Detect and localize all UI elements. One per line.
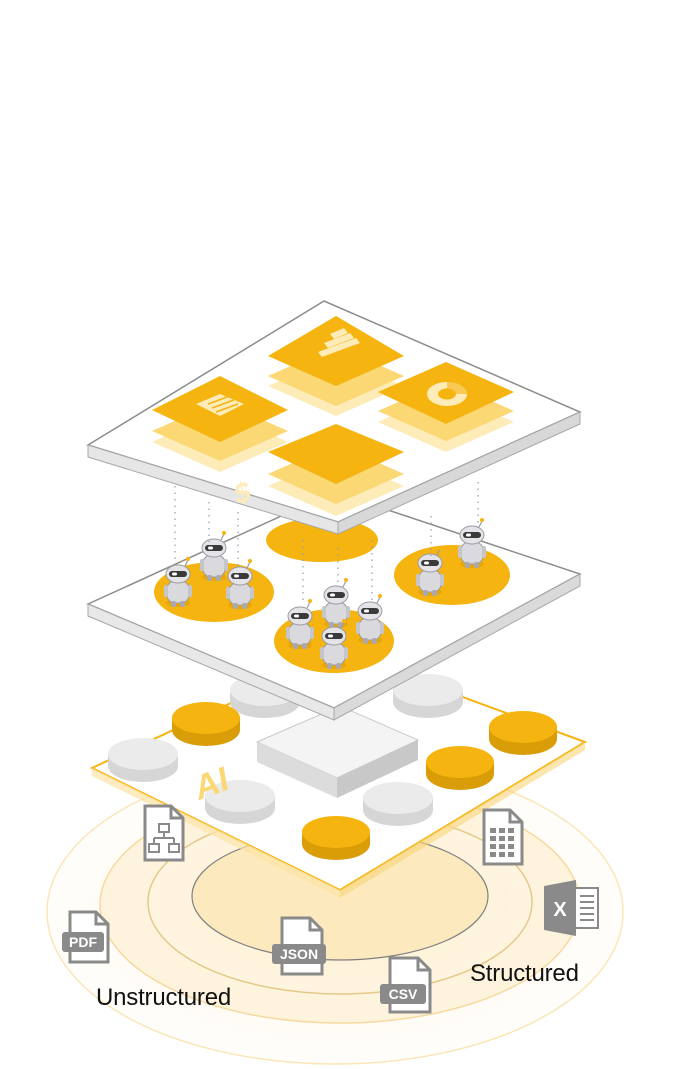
report-tile [152,376,288,472]
csv-file-icon: CSV [380,956,432,1014]
donut-chart-icon [427,382,467,406]
unstructured-label: Unstructured [96,984,231,1011]
yellow-data-node [172,702,240,746]
svg-text:JSON: JSON [280,946,318,962]
report-document-icon [196,394,244,416]
yellow-data-node [489,711,557,755]
pdf-file-icon: PDF [62,910,110,964]
bar-chart-tile [268,316,404,416]
gray-data-node [363,782,433,826]
svg-text:$: $ [232,474,252,512]
agent-group-pad [394,545,510,605]
agents-layer-panel [86,491,582,721]
yellow-data-node [302,816,370,860]
excel-file-icon: X [544,880,599,936]
yellow-data-node [426,746,494,790]
svg-text:X: X [553,899,567,921]
ground-rings [46,759,624,1065]
svg-text:PDF: PDF [69,934,97,950]
structured-label: Structured [470,960,579,987]
json-file-icon: JSON [272,916,326,976]
data-layer-platform: AI [89,650,588,898]
spreadsheet-file-icon [482,808,524,866]
hierarchy-file-icon [143,804,185,862]
gray-data-node [108,738,178,782]
dollar-tile: $ [232,424,404,516]
bar-chart-icon [318,328,360,357]
donut-tile [378,362,514,452]
insights-layer-panel: $ [86,300,582,535]
dotted-connectors [174,482,479,602]
svg-text:CSV: CSV [389,986,418,1002]
dollar-sign-icon: $ [232,474,252,512]
